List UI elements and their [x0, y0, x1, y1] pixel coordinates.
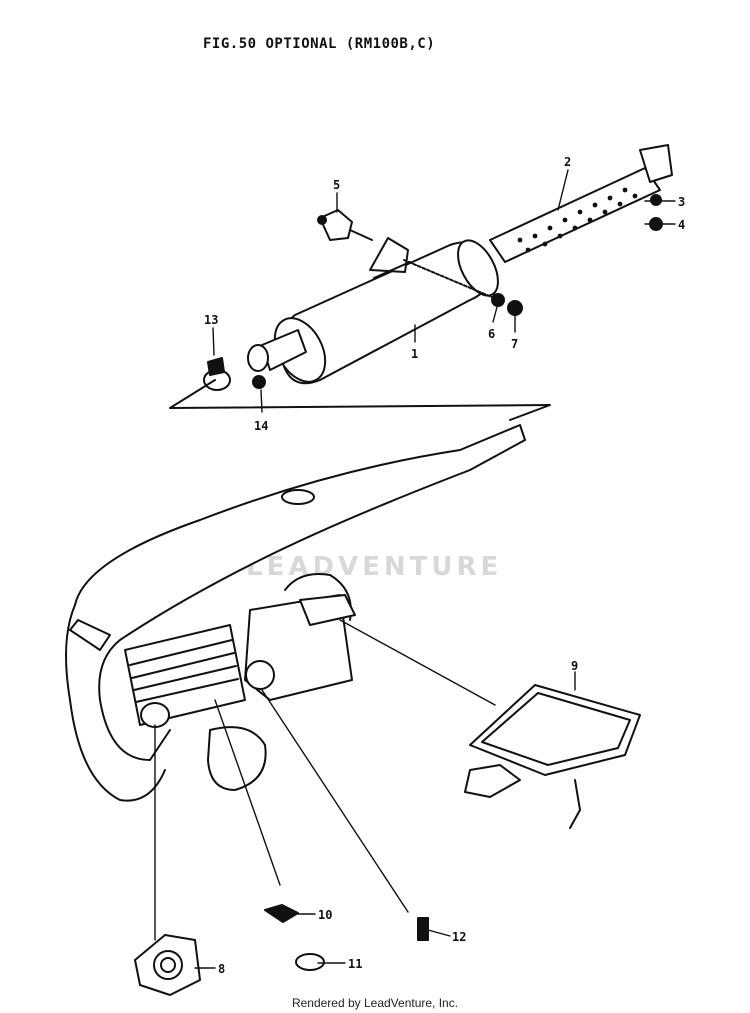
parts-3-4	[649, 194, 663, 231]
callout-5: 5	[333, 178, 340, 192]
watermark: LEADVENTURE	[246, 552, 503, 582]
clamp-13	[203, 357, 266, 391]
callout-10: 10	[318, 908, 332, 922]
callout-7: 7	[511, 337, 518, 351]
callout-6: 6	[488, 327, 495, 341]
credit-line: Rendered by LeadVenture, Inc.	[291, 996, 459, 1010]
callout-13: 13	[204, 313, 218, 327]
callout-14: 14	[254, 419, 268, 433]
callout-9: 9	[571, 659, 578, 673]
mount-bolt	[317, 209, 373, 241]
callout-4: 4	[678, 218, 685, 232]
callout-12: 12	[452, 930, 466, 944]
expansion-chamber	[65, 424, 526, 802]
figure-title: FIG.50 OPTIONAL (RM100B,C)	[203, 36, 436, 52]
callout-1: 1	[411, 347, 418, 361]
muffler-body	[247, 237, 499, 385]
rubber-block-10	[264, 904, 299, 923]
callout-2: 2	[564, 155, 571, 169]
ground-line	[169, 379, 551, 421]
flange-8	[134, 934, 201, 996]
washer-and-nut-6-7	[403, 259, 523, 316]
skid-plate-9	[464, 684, 641, 829]
leader-lines	[154, 169, 676, 969]
callout-11: 11	[348, 957, 362, 971]
silencer-pipe	[489, 144, 673, 263]
cap-11	[295, 953, 325, 971]
bolt-12	[417, 917, 429, 941]
callout-3: 3	[678, 195, 685, 209]
callout-8: 8	[218, 962, 225, 976]
